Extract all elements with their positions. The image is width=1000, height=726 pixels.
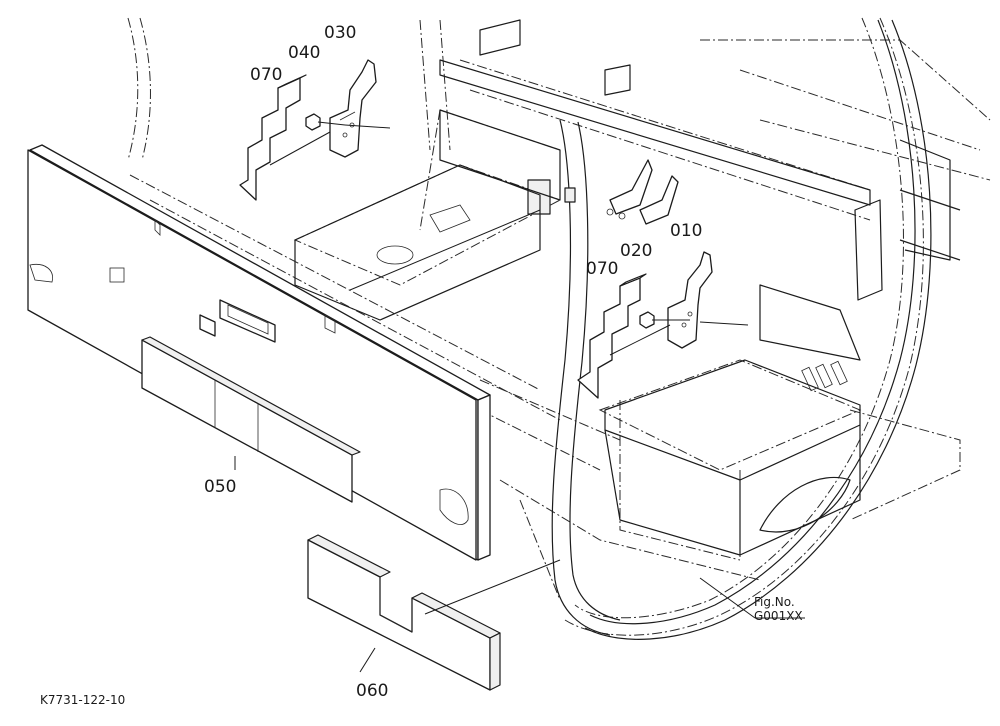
floor-box-right [604,284,861,556]
part-060-panel [307,534,501,691]
part-010-bracket [667,251,713,349]
callout-030: 030 [324,23,356,43]
callout-050: 050 [204,477,236,497]
drawing-reference: K7731-122-10 [40,693,125,707]
leader-lines [234,121,805,673]
part-030-bracket [329,59,377,158]
part-020-bolt [639,311,655,329]
callout-070-upper: 070 [250,65,282,85]
part-050-panel [27,144,491,561]
fig-label: Fig.No. [754,595,795,609]
callout-040: 040 [288,43,320,63]
callout-010: 010 [670,221,702,241]
pillar-plate-left [609,159,653,215]
part-070-bracket-middle [577,273,647,399]
floor-box-left [294,109,561,321]
callout-020: 020 [620,241,652,261]
part-050-strip [141,336,361,503]
callout-060: 060 [356,681,388,701]
part-070-bracket-upper [239,74,307,201]
callout-labels: 030 040 070 010 020 070 050 060 Fig.No. … [40,23,803,707]
center-pillar [527,119,621,636]
right-cab-frame [584,19,961,640]
upper-cross-beam [439,59,871,206]
pillar-bracket [527,179,551,215]
fig-number: G001XX [754,609,803,623]
part-040-bolt [305,113,321,131]
pillar-plate-right [639,175,679,225]
callout-070-middle: 070 [586,259,618,279]
